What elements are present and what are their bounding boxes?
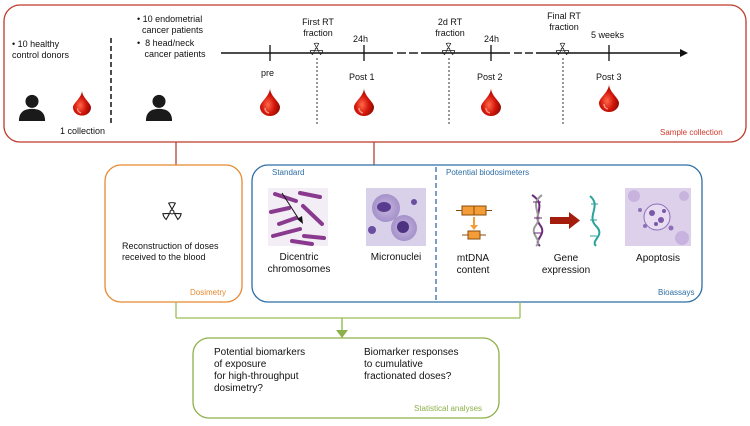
apoptosis-image bbox=[625, 188, 691, 246]
rna-icon bbox=[589, 195, 601, 247]
statistical-analyses-label: Statistical analyses bbox=[414, 404, 483, 413]
chromosome-image bbox=[268, 188, 328, 246]
endometrial-patients-label: • 10 endometrial cancer patients bbox=[137, 14, 204, 35]
dosimetry-label: Dosimetry bbox=[190, 288, 227, 297]
sample-collection-label: Sample collection bbox=[660, 128, 723, 137]
micronuclei-label: Micronuclei bbox=[370, 252, 422, 263]
cumulative-dose-question: Biomarker responses to cumulative fracti… bbox=[364, 347, 459, 382]
pre-label: pre bbox=[261, 68, 275, 78]
mtdna-content-label: mtDNA content bbox=[456, 253, 490, 276]
bioassays-label: Bioassays bbox=[658, 288, 695, 297]
micronucleus-image bbox=[366, 188, 426, 246]
post2-label: Post 2 bbox=[477, 72, 503, 82]
biomarkers-question: Potential biomarkers of exposure for hig… bbox=[214, 347, 306, 394]
arrow-icon bbox=[550, 212, 580, 229]
apoptosis-label: Apoptosis bbox=[636, 253, 680, 264]
potential-biodosimeters-label: Potential biodosimeters bbox=[446, 168, 530, 177]
post1-label: Post 1 bbox=[349, 72, 375, 82]
first-rt-fraction-label: First RT fraction bbox=[302, 17, 334, 38]
headneck-patients-label: • 8 head/neck cancer patients bbox=[137, 38, 206, 59]
mtdna-icon bbox=[456, 205, 492, 240]
time-24h-label: 24h bbox=[484, 34, 500, 44]
dicentric-chromosomes-label: Dicentric chromosomes bbox=[267, 252, 331, 275]
healthy-donors-label: • 10 healthy control donors bbox=[12, 39, 70, 60]
second-rt-fraction-label: 2d RT fraction bbox=[435, 17, 465, 38]
final-rt-fraction-label: Final RT fraction bbox=[547, 11, 581, 32]
post3-label: Post 3 bbox=[596, 72, 622, 82]
collection-label: 1 collection bbox=[60, 126, 106, 136]
statistics-box bbox=[192, 337, 500, 419]
time-24h-label: 24h bbox=[353, 34, 369, 44]
standard-label: Standard bbox=[272, 168, 305, 177]
dose-reconstruction-text: Reconstruction of doses received to the … bbox=[122, 241, 219, 262]
dna-icon bbox=[531, 194, 544, 247]
sample-collection-box bbox=[3, 4, 747, 143]
dosimetry-box bbox=[104, 164, 243, 303]
time-5weeks-label: 5 weeks bbox=[591, 30, 625, 40]
gene-expression-label: Gene expression bbox=[541, 253, 591, 276]
